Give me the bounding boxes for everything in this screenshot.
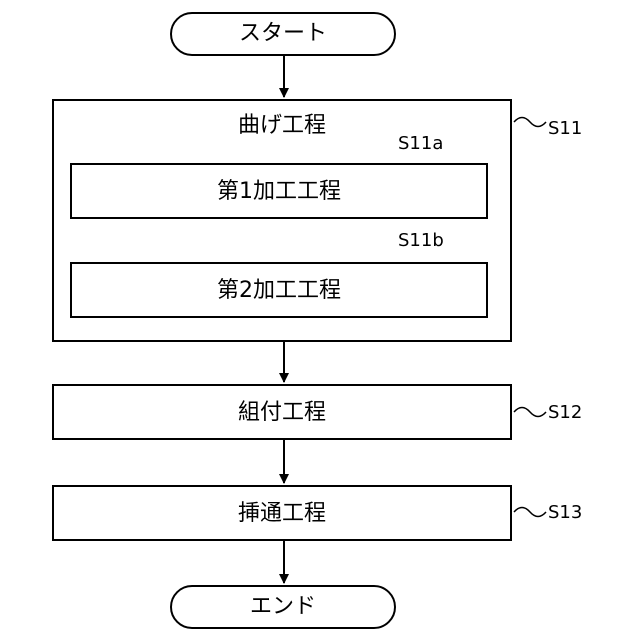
assembly-process-box: 組付工程 <box>52 384 512 440</box>
step-id-s13: S13 <box>548 503 582 523</box>
first-process-label: 第1加工工程 <box>72 179 486 205</box>
first-process-box: 第1加工工程 <box>70 163 488 219</box>
insertion-process-label: 挿通工程 <box>54 501 510 527</box>
end-terminal: エンド <box>170 585 396 629</box>
step-id-s11a: S11a <box>398 134 443 154</box>
step-id-s11: S11 <box>548 119 582 139</box>
insertion-process-box: 挿通工程 <box>52 485 512 541</box>
second-process-label: 第2加工工程 <box>72 278 486 304</box>
start-terminal: スタート <box>170 12 396 56</box>
second-process-box: 第2加工工程 <box>70 262 488 318</box>
assembly-process-label: 組付工程 <box>54 400 510 426</box>
end-label: エンド <box>172 594 394 620</box>
leader-s12 <box>514 408 546 417</box>
step-id-s11b: S11b <box>398 231 444 251</box>
step-id-s12: S12 <box>548 403 582 423</box>
start-label: スタート <box>172 21 394 47</box>
leader-s13 <box>514 508 546 517</box>
leader-s11 <box>514 118 546 127</box>
